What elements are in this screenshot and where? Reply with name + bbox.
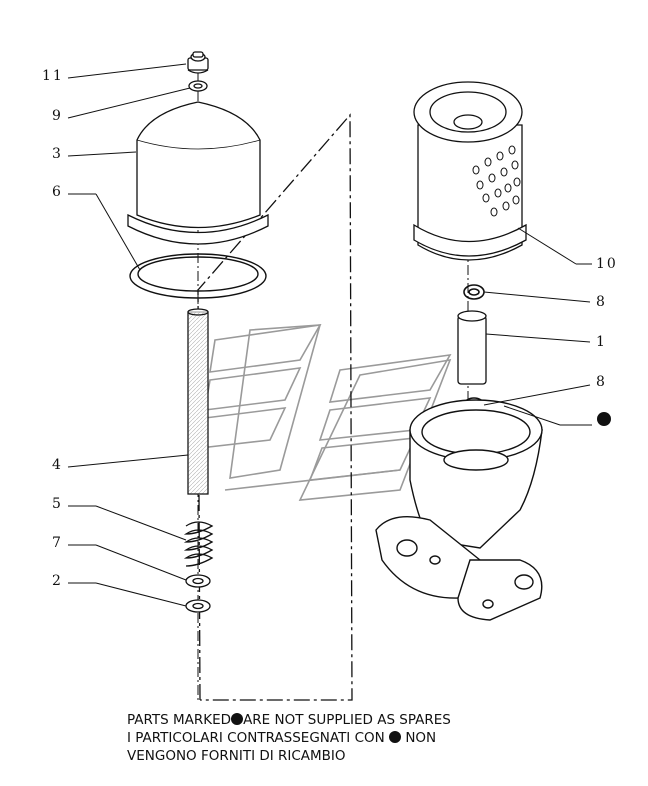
part-1-sleeve	[457, 310, 487, 385]
part-11-nut	[187, 51, 209, 74]
not-supplied-marker-dot	[597, 412, 611, 426]
not-supplied-note: PARTS MARKED ARE NOT SUPPLIED AS SPARES I…	[127, 711, 587, 765]
part-10-filter-cartridge	[413, 81, 527, 261]
part-2-washer	[185, 599, 211, 613]
note-line-1-end: ARE NOT SUPPLIED AS SPARES	[243, 712, 451, 728]
part-5-spring	[183, 521, 214, 567]
callout-4: 4	[52, 457, 63, 473]
callout-10: 10	[596, 256, 618, 272]
part-7-washer	[185, 574, 211, 588]
callout-2: 2	[52, 573, 63, 589]
part-9-washer	[188, 80, 208, 92]
callout-7: 7	[52, 535, 63, 551]
callout-1: 1	[596, 334, 607, 350]
part-3-filter-bowl	[127, 101, 269, 245]
note-line-1: PARTS MARKED ARE NOT SUPPLIED AS SPARES	[127, 711, 587, 729]
note-line-1-start: PARTS MARKED	[127, 712, 232, 728]
leader-lines	[67, 63, 592, 607]
part-6-gasket	[129, 253, 267, 299]
callout-9: 9	[52, 108, 63, 124]
part-4-threaded-rod	[187, 308, 209, 495]
note-line-2-end: NON	[405, 730, 437, 746]
callout-8-lower: 8	[596, 374, 607, 390]
callout-11: 11	[42, 68, 64, 84]
note-line-2-start: I PARTICOLARI CONTRASSEGNATI CON	[127, 730, 385, 746]
part-8-seal-upper	[463, 284, 485, 300]
cartridge-perforations	[472, 145, 521, 217]
callout-6: 6	[52, 184, 63, 200]
callout-5: 5	[52, 496, 63, 512]
note-line-2: I PARTICOLARI CONTRASSEGNATI CON NON	[127, 729, 587, 747]
callout-8-upper: 8	[596, 294, 607, 310]
callout-3: 3	[52, 146, 63, 162]
filter-head-housing	[375, 399, 543, 621]
note-line-3: VENGONO FORNITI DI RICAMBIO	[127, 748, 346, 764]
marker-dot-icon	[389, 731, 402, 743]
marker-dot-icon	[231, 713, 244, 725]
